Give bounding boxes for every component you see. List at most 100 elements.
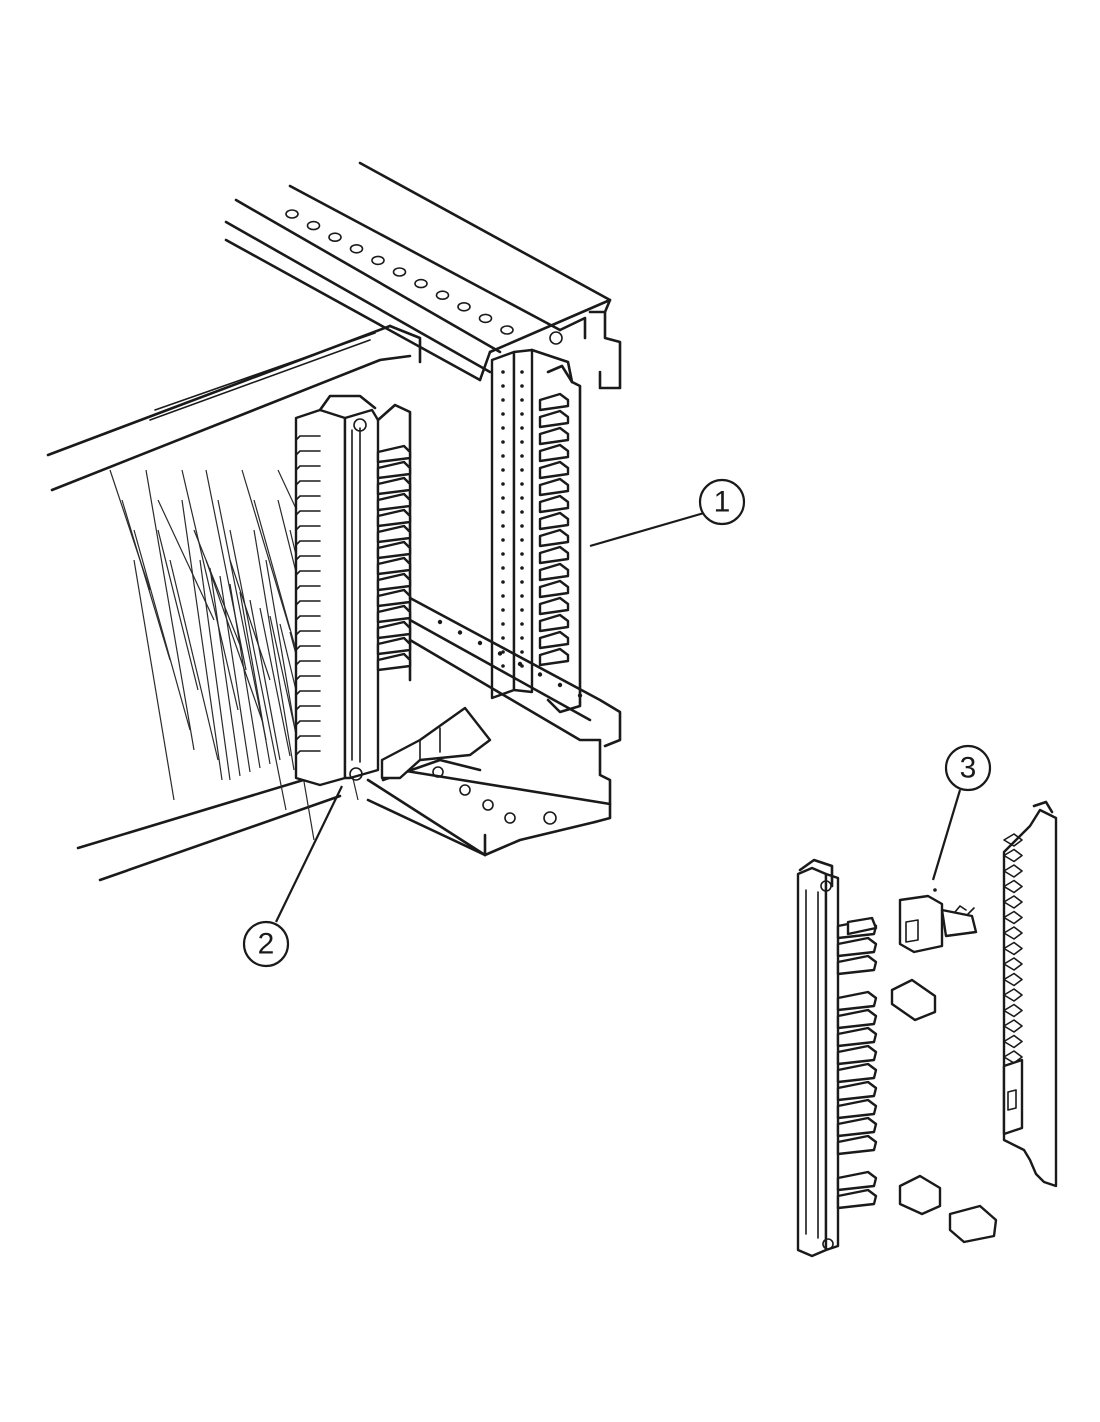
guide-slot <box>376 620 412 640</box>
rail-dot <box>520 468 524 472</box>
rail-dot <box>501 580 505 584</box>
beam-dot <box>537 672 543 677</box>
guide-slot <box>376 540 412 560</box>
exploded-detail <box>796 800 1058 1258</box>
detail-tooth <box>836 1188 878 1210</box>
rail-dot <box>520 636 524 640</box>
rear-slot <box>538 511 570 531</box>
comb-tooth <box>295 705 321 711</box>
strip-tooth <box>1003 988 1023 1002</box>
detail-tooth <box>836 990 878 1012</box>
rail-dot <box>520 482 524 486</box>
hatch-line <box>253 529 295 771</box>
hatch-line <box>229 529 287 811</box>
comb-tooth <box>295 660 321 666</box>
rear-slot <box>538 562 570 582</box>
bottom-rail <box>366 706 612 857</box>
comb-tooth <box>295 465 321 471</box>
rail-dot <box>520 552 524 556</box>
beam-dot <box>437 619 443 625</box>
guide-slot <box>376 572 412 592</box>
hatch-line <box>265 559 315 841</box>
rail-dot <box>520 370 524 374</box>
comb-tooth <box>295 540 321 546</box>
hatch-line <box>145 469 195 751</box>
rail-hole <box>435 290 450 301</box>
hatch-line <box>217 499 267 741</box>
rail-dot <box>520 496 524 500</box>
detail-tooth <box>836 1008 878 1030</box>
comb-tooth <box>295 645 321 651</box>
strip-tooth <box>1003 972 1023 987</box>
rail-dot <box>501 608 505 612</box>
rear-slot <box>538 409 570 429</box>
comb-teeth <box>295 435 412 756</box>
strip-tooth <box>1003 926 1023 940</box>
rear-slot <box>538 579 570 599</box>
detail-tooth <box>836 1170 878 1192</box>
callout-1-label: 1 <box>714 486 731 519</box>
hatch-line <box>259 607 291 757</box>
callout-2: 2 <box>242 785 343 968</box>
hatch-line <box>199 559 231 781</box>
guide-slot <box>376 444 412 464</box>
hatch-line <box>169 559 219 761</box>
comb-tooth <box>295 750 321 756</box>
rail-dot <box>520 594 524 598</box>
detail-tooth <box>836 1044 878 1066</box>
rail-dot <box>520 650 524 654</box>
hatch-line <box>205 469 247 671</box>
strip-tooth <box>1003 1019 1023 1033</box>
card-guide-front <box>294 394 412 787</box>
rail-hole <box>457 301 471 312</box>
beam-dot <box>517 661 523 667</box>
hatch-line <box>157 529 199 691</box>
rail-hole <box>328 232 342 242</box>
guide-slot <box>376 556 412 576</box>
rail-dot <box>501 370 505 374</box>
hatch-line <box>121 499 171 661</box>
comb-tooth <box>295 495 321 501</box>
rear-slot <box>538 392 570 412</box>
rail-hole <box>414 278 428 289</box>
rear-slot <box>538 596 570 616</box>
rail-dot <box>501 496 505 500</box>
comb-tooth <box>295 585 321 591</box>
comb-teeth-rear <box>538 392 570 667</box>
callout-3-label: 3 <box>960 752 977 785</box>
rail-dot <box>501 454 505 458</box>
top-rail <box>224 161 622 390</box>
rail-dot <box>501 482 505 486</box>
hatch-line <box>193 529 243 651</box>
detail-tooth <box>836 1134 878 1156</box>
guide-slot <box>376 492 412 512</box>
hatch-line <box>133 559 175 801</box>
comb-tooth <box>295 615 321 621</box>
rail-dot <box>501 538 505 542</box>
rail-dot <box>501 566 505 570</box>
beam-dot <box>477 640 483 646</box>
hatch-line <box>249 599 281 761</box>
detail-tooth <box>836 1080 878 1102</box>
strip-tooth <box>1003 895 1023 909</box>
rear-slot <box>538 426 570 446</box>
detail-tooth <box>846 916 878 936</box>
rail-hole <box>349 244 364 254</box>
guide-slot <box>376 588 412 608</box>
strip-tooth <box>1003 910 1023 925</box>
strip-tooth <box>1003 848 1023 863</box>
rail-dot <box>501 594 505 598</box>
hatch-line <box>205 559 263 721</box>
rail-dot <box>520 384 524 388</box>
strip-tooth <box>1003 957 1023 971</box>
beam-dots <box>437 619 583 698</box>
comb-tooth <box>295 630 321 636</box>
rail-dot <box>520 538 524 542</box>
strip-tooth <box>1003 941 1023 956</box>
guide-slot <box>376 652 412 672</box>
rail-hole <box>478 313 493 324</box>
rail-hole <box>285 209 299 219</box>
rail-dot <box>520 440 524 444</box>
guide-slot <box>376 508 412 528</box>
